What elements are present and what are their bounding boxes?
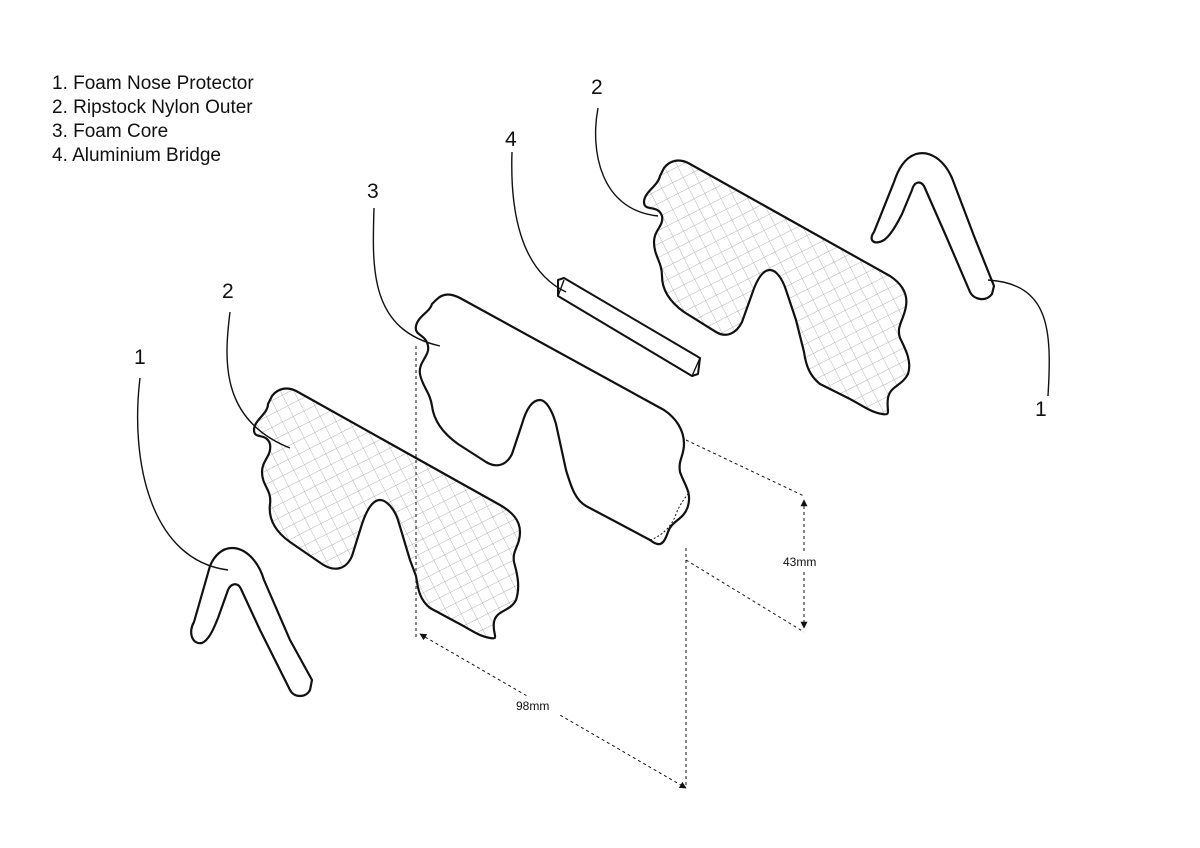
callout-nose-right: 1 [1035, 398, 1047, 421]
callout-bridge: 4 [505, 128, 517, 151]
leader-bridge [511, 151, 567, 293]
legend-item-ripstock-nylon-outer: 2. Ripstock Nylon Outer [52, 97, 253, 118]
aluminium-bridge [557, 277, 701, 377]
callout-core: 3 [367, 180, 379, 203]
leader-core [372, 207, 441, 347]
ripstock-nylon-outer-front [252, 387, 522, 640]
callout-outer-front: 2 [222, 280, 234, 303]
height-dimension-label: 43mm [783, 555, 816, 569]
width-dimension-label: 98mm [516, 699, 549, 713]
leader-nose-left [136, 377, 229, 571]
leader-nose-right [987, 279, 1050, 397]
foam-nose-protector-right [870, 152, 996, 301]
leader-outer-front [226, 311, 291, 449]
foam-nose-protector-left [190, 546, 314, 698]
legend-item-foam-core: 3. Foam Core [52, 121, 169, 142]
legend-item-foam-nose-protector: 1. Foam Nose Protector [52, 73, 254, 94]
height-label-bg [779, 553, 829, 571]
callout-outer-back: 2 [591, 76, 603, 99]
ripstock-nylon-outer-back [642, 159, 911, 416]
legend-item-aluminium-bridge: 4. Aluminium Bridge [52, 145, 221, 166]
leader-lines [136, 107, 1050, 571]
leader-outer-back [594, 107, 659, 217]
foam-core [414, 293, 691, 546]
parts-legend: 1. Foam Nose Protector 2. Ripstock Nylon… [52, 72, 254, 168]
callout-nose-left: 1 [134, 346, 146, 369]
width-label-bg [513, 697, 561, 715]
